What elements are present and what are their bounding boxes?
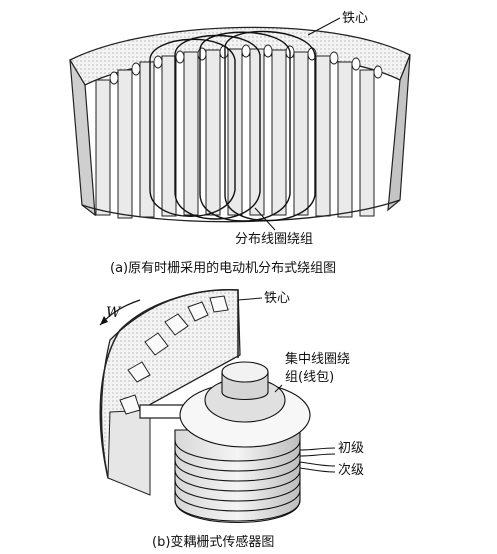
tooth bbox=[183, 51, 199, 216]
stator-side-face bbox=[107, 409, 151, 496]
tooth bbox=[139, 61, 155, 218]
leader-core-b bbox=[237, 297, 263, 301]
figure-b-sensor bbox=[99, 289, 241, 496]
label-core-b: 铁心 bbox=[264, 291, 290, 306]
label-coil-b-line2: 组(线包) bbox=[285, 370, 334, 385]
label-secondary: 次级 bbox=[338, 462, 364, 478]
distributed-winding bbox=[149, 30, 316, 222]
tooth bbox=[161, 55, 177, 217]
caption-a: (a)原有时栅采用的电动机分布式绕组图 bbox=[110, 260, 336, 276]
tooth bbox=[359, 69, 375, 217]
leader-core-a bbox=[307, 17, 341, 36]
tooth bbox=[249, 48, 265, 216]
tooth bbox=[117, 69, 133, 219]
lead-wires bbox=[299, 447, 336, 473]
caption-b: (b)变耦栅式传感器图 bbox=[152, 534, 274, 550]
stator-bottom-edge bbox=[81, 199, 401, 223]
label-winding-a: 分布线圈绕组 bbox=[235, 232, 313, 247]
tooth bbox=[271, 49, 287, 216]
figure-a-stator bbox=[69, 26, 411, 223]
stator-right-wall bbox=[387, 54, 411, 212]
tooth bbox=[337, 61, 353, 218]
quarter-stator-rim bbox=[99, 289, 239, 479]
quarter-stator-teeth bbox=[119, 295, 229, 415]
leader-winding-a bbox=[254, 207, 276, 231]
label-core-a: 铁心 bbox=[342, 11, 368, 26]
stator-left-wall bbox=[69, 59, 96, 217]
label-primary: 初级 bbox=[338, 441, 364, 456]
leader-coil-b bbox=[274, 384, 283, 393]
central-post-top bbox=[221, 361, 269, 383]
label-w: W bbox=[106, 305, 122, 321]
rotation-arrow-head bbox=[100, 316, 108, 325]
tooth bbox=[95, 79, 111, 216]
label-coil-b-line1: 集中线圈绕 bbox=[285, 351, 350, 367]
tooth bbox=[205, 49, 221, 216]
tooth bbox=[315, 55, 331, 217]
tooth bbox=[293, 51, 309, 216]
coil-stack bbox=[174, 361, 311, 524]
